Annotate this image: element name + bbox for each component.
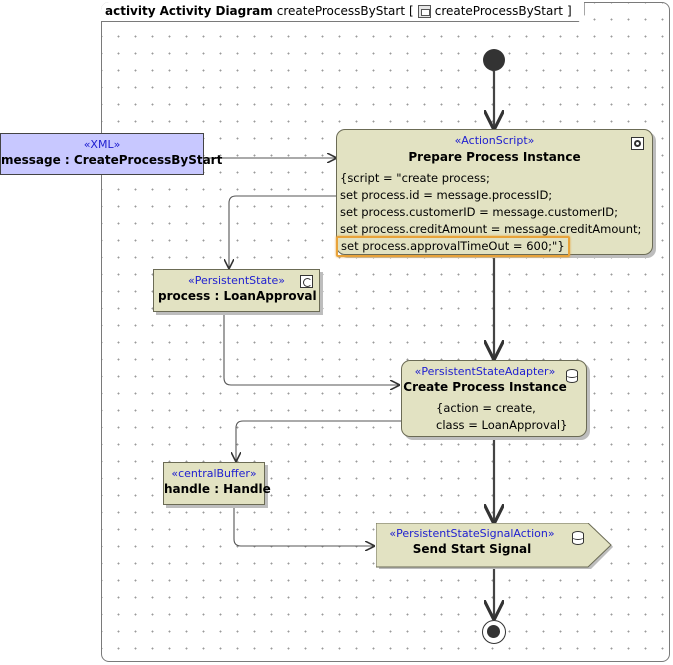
prepare-script-line: {script = "create process;	[340, 171, 490, 185]
central-buffer-label: handle : Handle	[164, 482, 271, 496]
frame-bracket-label: createProcessByStart	[434, 4, 563, 18]
signal-title: Send Start Signal	[412, 542, 532, 556]
frame-header: activity Activity Diagram createProcessB…	[101, 2, 585, 22]
frame-diagram-name: createProcessByStart	[276, 4, 406, 18]
xml-stereotype: «XML»	[83, 138, 121, 151]
frame-kind: activity	[105, 4, 156, 18]
central-buffer-node[interactable]: «centralBuffer» handle : Handle	[163, 462, 271, 505]
create-tagged-value: {action = create,	[436, 401, 536, 415]
xml-parameter-label: message : CreateProcessByStart	[1, 153, 223, 167]
final-node[interactable]	[482, 620, 506, 644]
frame-diagram-type: Activity Diagram	[159, 4, 273, 18]
database-icon	[572, 531, 584, 545]
frame-bracket-open: [	[409, 4, 414, 18]
persistent-state-object-node[interactable]: «PersistentState» process : LoanApproval	[153, 269, 320, 312]
prepare-script-line: set process.customerID = message.custome…	[340, 205, 619, 219]
swirl-icon	[300, 275, 313, 288]
prepare-script-line: set process.creditAmount = message.credi…	[340, 222, 642, 236]
frame-bracket-close: ]	[566, 4, 572, 18]
prepare-script-line: set process.id = message.processID;	[340, 188, 553, 202]
prepare-process-instance-action[interactable]: «ActionScript» Prepare Process Instance …	[336, 129, 653, 257]
xml-parameter-node[interactable]: «XML» message : CreateProcessByStart	[0, 133, 223, 175]
prepare-title: Prepare Process Instance	[408, 150, 581, 164]
create-title: Create Process Instance	[403, 380, 567, 394]
diagram-icon	[418, 5, 431, 18]
send-signal-shape	[376, 523, 613, 569]
gear-icon	[631, 137, 644, 150]
send-start-signal-action[interactable]: «PersistentStateSignalAction» Send Start…	[376, 523, 588, 567]
prepare-stereotype: «ActionScript»	[454, 134, 535, 147]
create-process-instance-action[interactable]: «PersistentStateAdapter» Create Process …	[401, 360, 587, 437]
persistent-state-stereotype: «PersistentState»	[188, 274, 285, 287]
initial-node[interactable]	[483, 49, 505, 71]
database-icon	[566, 369, 578, 383]
highlighted-script-line: set process.approvalTimeOut = 600;"}	[336, 236, 570, 257]
create-stereotype: «PersistentStateAdapter»	[414, 365, 556, 378]
central-buffer-stereotype: «centralBuffer»	[171, 467, 257, 480]
create-tagged-value: class = LoanApproval}	[436, 418, 568, 432]
persistent-state-label: process : LoanApproval	[158, 289, 317, 303]
signal-stereotype: «PersistentStateSignalAction»	[389, 527, 555, 540]
